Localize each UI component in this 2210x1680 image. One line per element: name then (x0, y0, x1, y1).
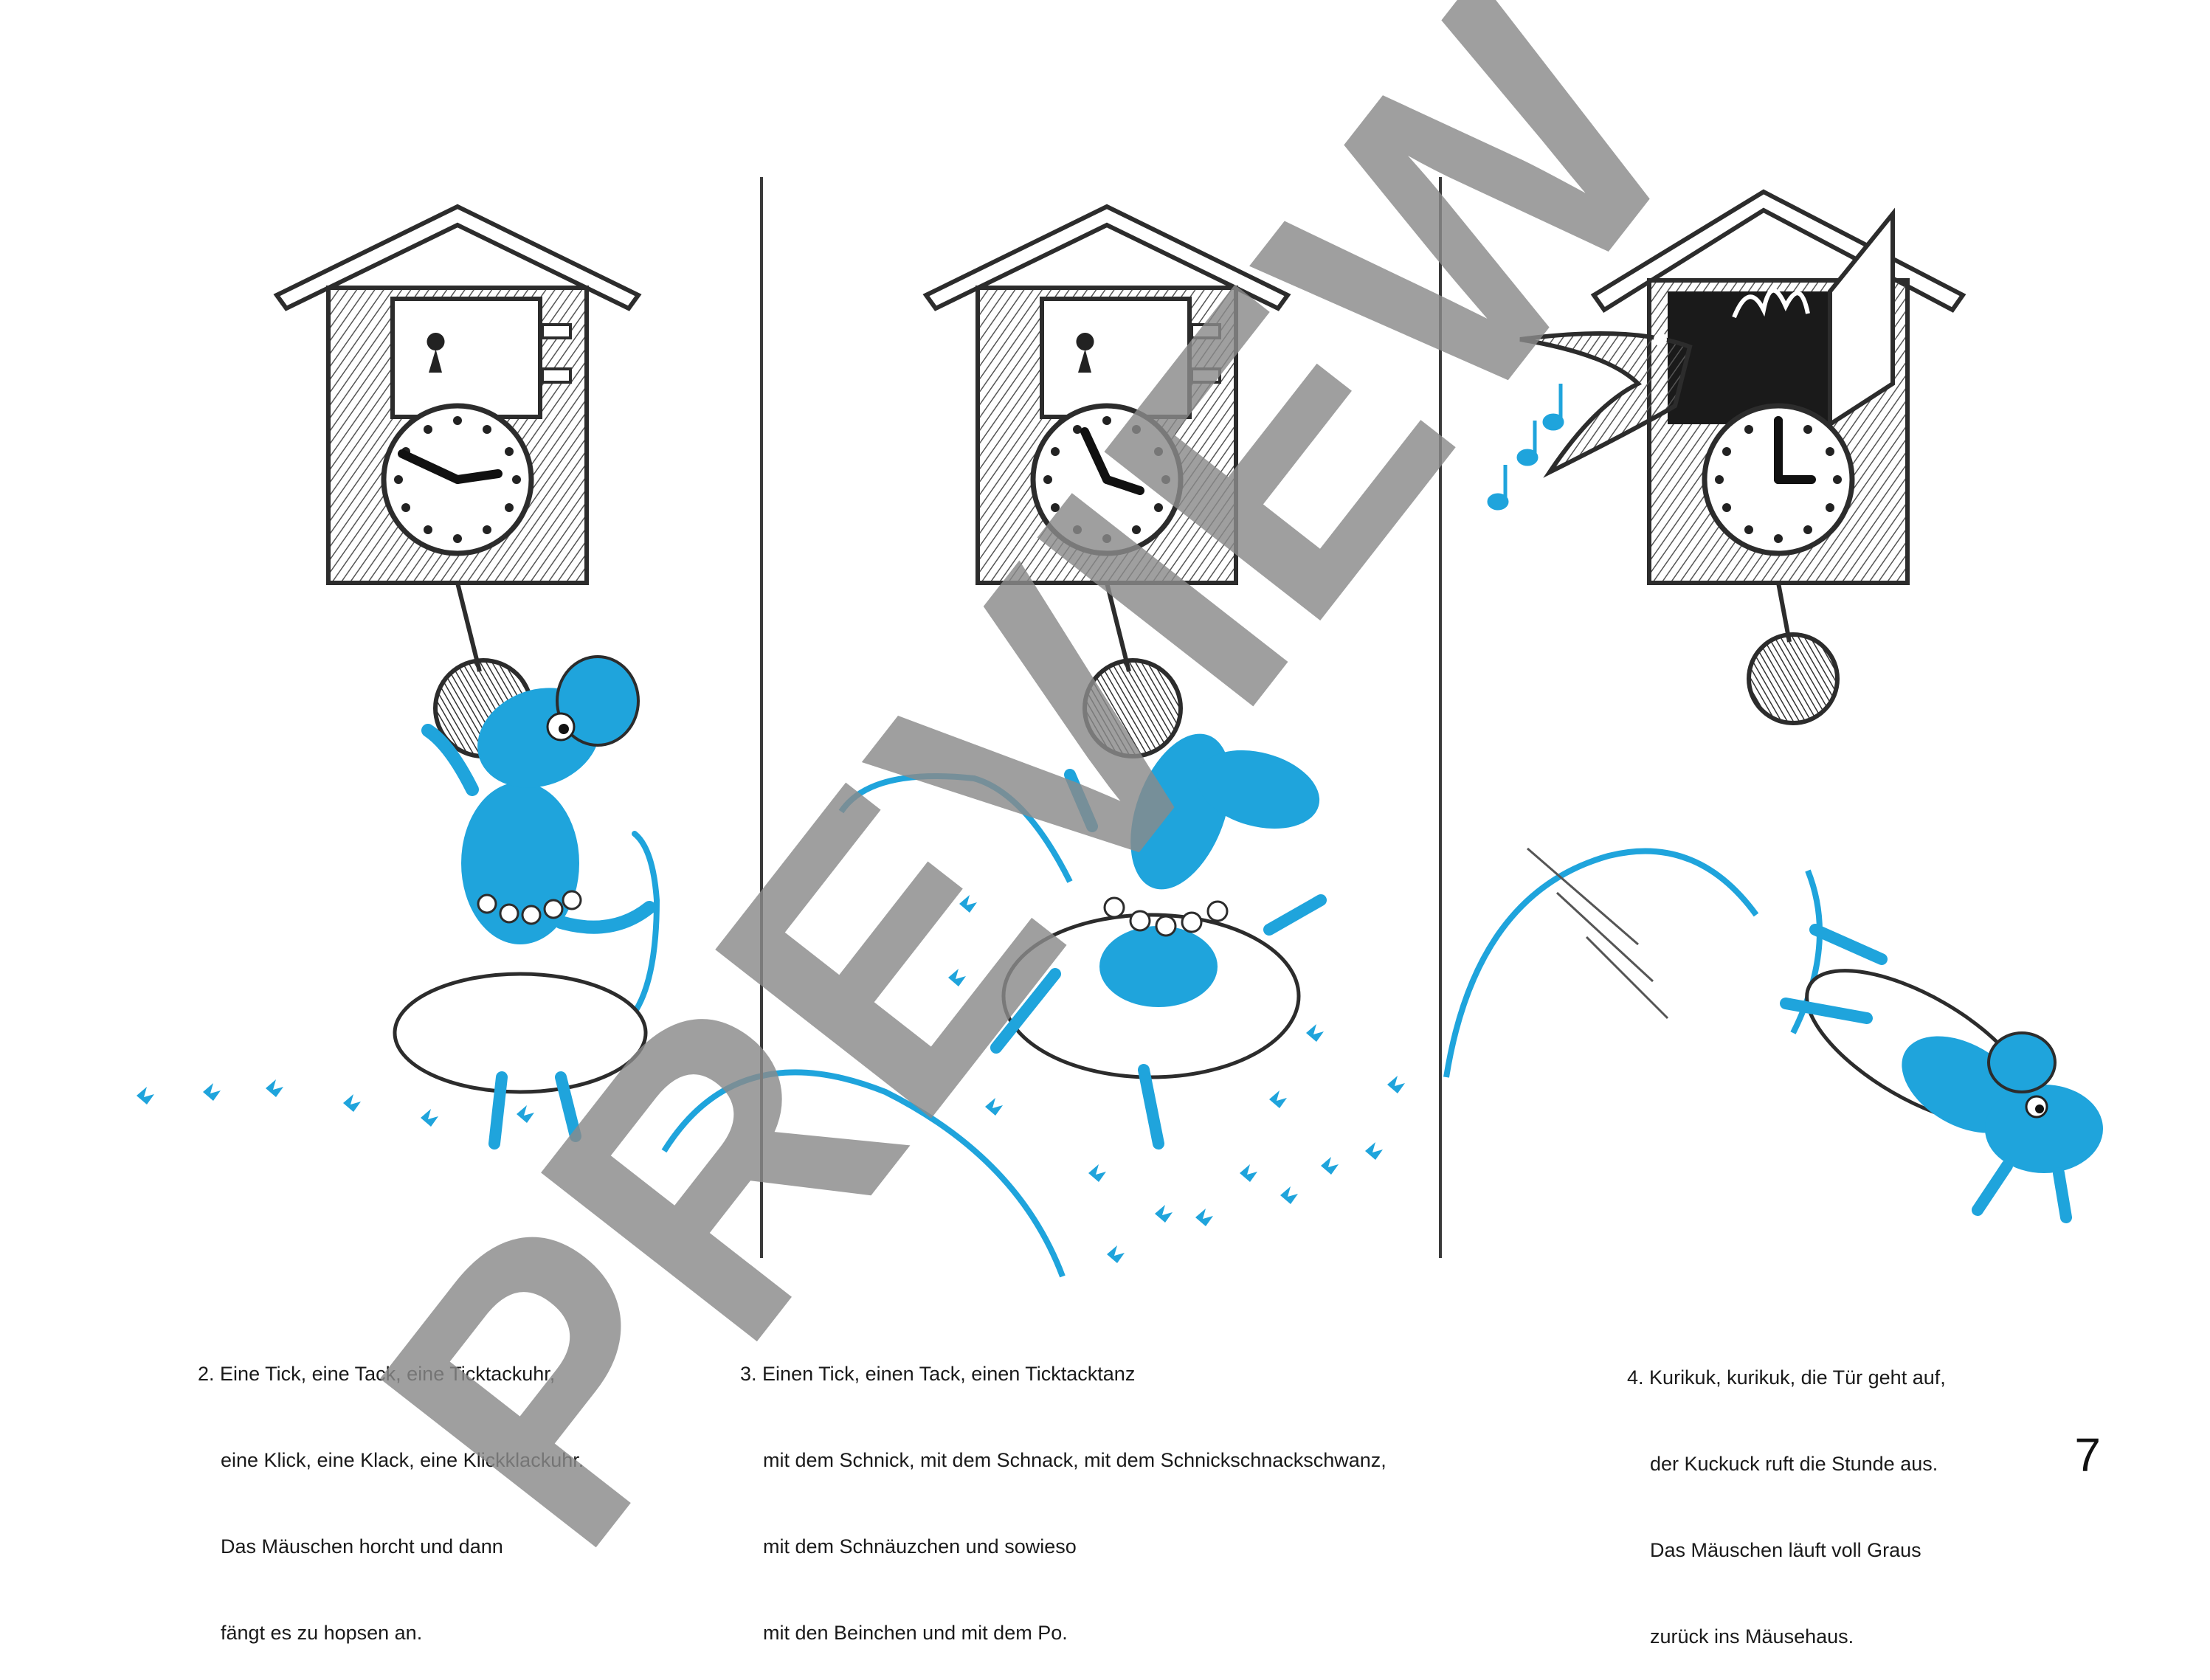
dancing-mouse-2 (838, 733, 1327, 1150)
running-mouse-3 (1443, 847, 2103, 1223)
panel-divider-2 (1439, 177, 1442, 1258)
caption-line: Das Mäuschen läuft voll Graus (1650, 1539, 1921, 1561)
caption-line: fängt es zu hopsen an. (221, 1622, 423, 1644)
caption-number: 4. (1627, 1366, 1644, 1389)
caption-line: eine Klick, eine Klack, eine Klickklacku… (221, 1449, 584, 1471)
caption-line: mit den Beinchen und mit dem Po. (763, 1622, 1068, 1644)
illustration-strip (137, 189, 2103, 1278)
caption-line: Das Mäuschen horcht und dann (221, 1535, 503, 1558)
cuckoo-clock-1 (277, 207, 638, 756)
caption-line: zurück ins Mäusehaus. (1650, 1625, 1854, 1648)
caption-number: 3. (740, 1363, 757, 1385)
caption-line: mit dem Schnick, mit dem Schnack, mit de… (763, 1449, 1387, 1471)
dancing-mouse-1 (393, 655, 660, 1150)
caption-line: mit dem Schnäuzchen und sowieso (763, 1535, 1077, 1558)
caption-line: Einen Tick, einen Tack, einen Ticktackta… (762, 1363, 1136, 1385)
caption-line: Eine Tick, eine Tack, eine Ticktackuhr, (220, 1363, 556, 1385)
caption-panel-4: 4. Kurikuk, kurikuk, die Tür geht auf, d… (1627, 1306, 1946, 1680)
caption-panel-3: 3. Einen Tick, einen Tack, einen Ticktac… (740, 1302, 1387, 1676)
caption-line: der Kuckuck ruft die Stunde aus. (1650, 1453, 1938, 1475)
page-number: 7 (2074, 1428, 2101, 1482)
music-notes-icon (1487, 384, 1564, 511)
caption-line: Kurikuk, kurikuk, die Tür geht auf, (1649, 1366, 1946, 1389)
cuckoo-clock-2 (926, 207, 1288, 756)
caption-number: 2. (198, 1363, 215, 1385)
panel-divider-1 (760, 177, 763, 1258)
caption-panel-2: 2. Eine Tick, eine Tack, eine Ticktackuh… (198, 1302, 584, 1676)
cuckoo-clock-3 (1519, 189, 1966, 725)
